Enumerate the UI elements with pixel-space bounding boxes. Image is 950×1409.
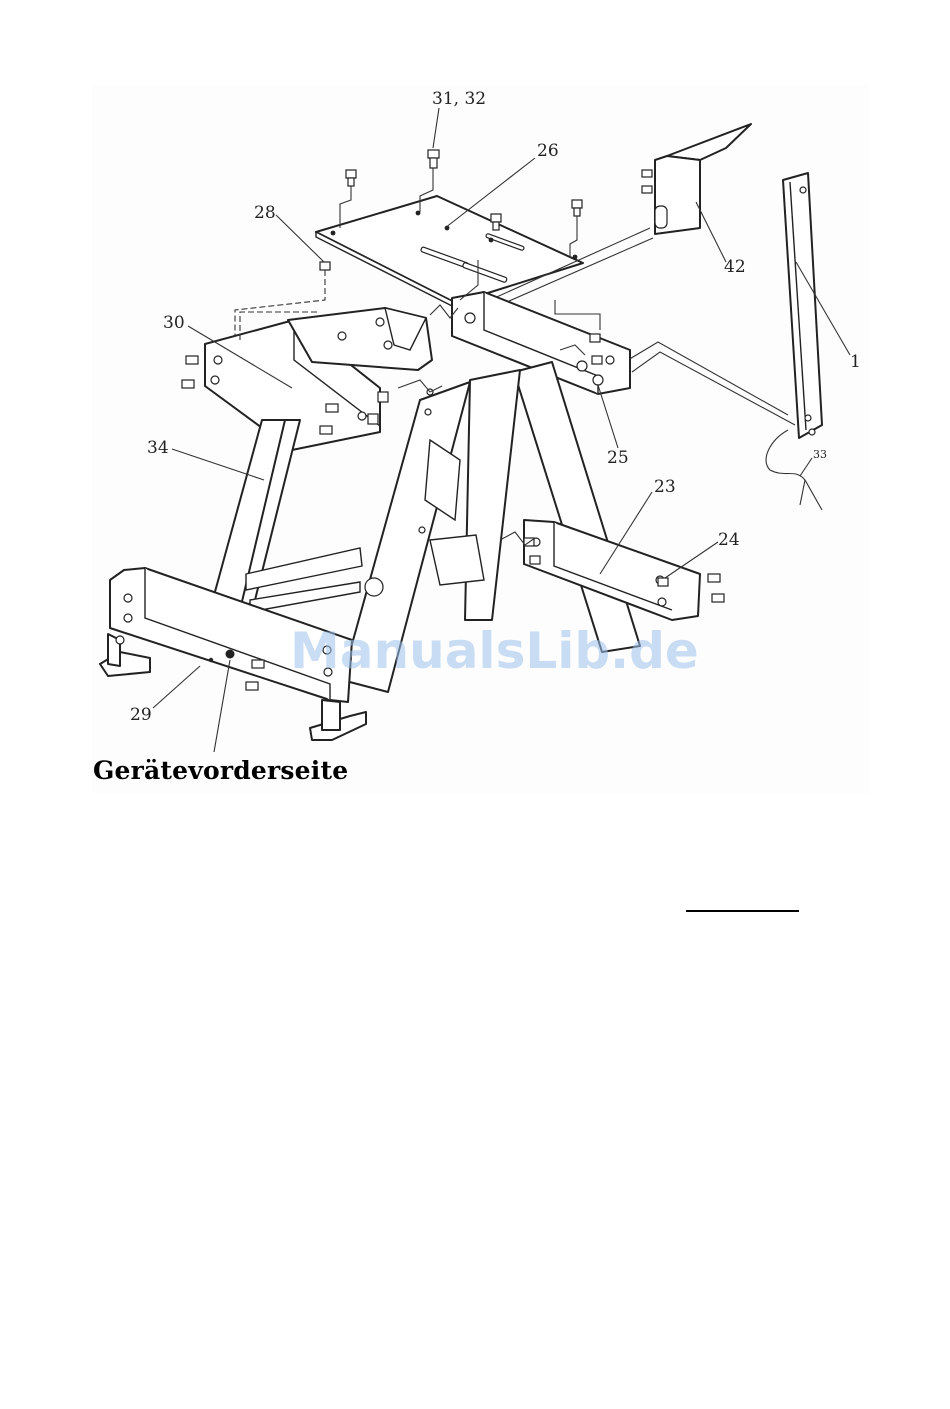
caption-front-side: Gerätevorderseite [93, 756, 348, 785]
callout-25: 25 [607, 448, 629, 468]
callout-30: 30 [163, 313, 185, 333]
watermark: ManualsLib.de [290, 622, 699, 680]
callout-42: 42 [724, 257, 746, 277]
callout-28: 28 [254, 203, 276, 223]
callout-1: 1 [850, 352, 861, 372]
callout-24: 24 [718, 530, 740, 550]
callout-33: 33 [813, 448, 827, 461]
callout-29: 29 [130, 705, 152, 725]
callout-34: 34 [147, 438, 169, 458]
callout-26: 26 [537, 141, 559, 161]
callout-31-32: 31, 32 [432, 89, 486, 109]
center-block [430, 535, 484, 585]
callout-23: 23 [654, 477, 676, 497]
